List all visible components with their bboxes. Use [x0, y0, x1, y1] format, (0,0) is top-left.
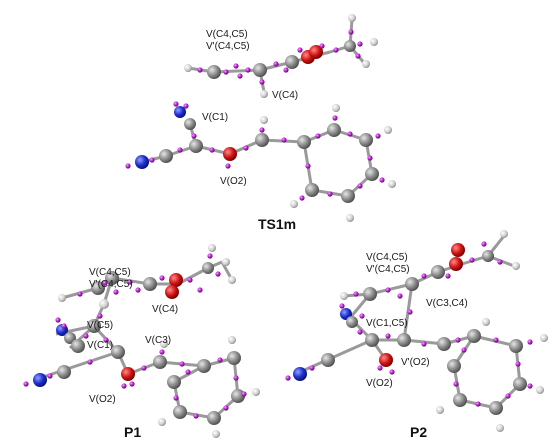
ts1m-lower-basins [125, 101, 385, 201]
p1-label-v-c3: V(C3) [145, 335, 172, 346]
ts1m-title: TS1m [258, 216, 297, 232]
p1-label-v-c5: V(C5) [87, 320, 114, 331]
ts1m-label-v-c4: V(C4) [272, 90, 299, 101]
p1-label-vp-c4-c5: V'(C4,C5) [89, 279, 133, 290]
p1-label-v-c4: V(C4) [152, 304, 179, 315]
p2-label-v-c3-c4: V(C3,C4) [426, 298, 468, 309]
ts1m-upper-atoms [184, 14, 378, 98]
p2-label-v-c4-c5: V(C4,C5) [366, 252, 408, 263]
ts1m-upper-basins [197, 29, 363, 85]
p2-basins [285, 241, 533, 407]
p1-label-v-o2: V(O2) [89, 394, 116, 405]
p1-label-v-c1: V(C1) [87, 340, 114, 351]
p2-label-vp-c4-c5: V'(C4,C5) [366, 264, 410, 275]
p1-basins [23, 253, 247, 419]
ts1m-label-v-c4-c5: V(C4,C5) [206, 29, 248, 40]
p1-atoms [33, 244, 260, 438]
p2-title: P2 [410, 424, 428, 440]
ts1m-label-vp-c4-c5: V'(C4,C5) [206, 41, 250, 52]
p1-title: P1 [124, 424, 142, 440]
p2-atoms [293, 230, 548, 432]
p2-label-vp-o2: V'(O2) [401, 357, 430, 368]
p2-label-v-o2: V(O2) [366, 378, 393, 389]
ts1m-label-v-o2: V(O2) [220, 176, 247, 187]
ts1m-lower-atoms [135, 104, 396, 222]
p2-label-v-c1-c5: V(C1,C5) [366, 318, 408, 329]
ts1m-label-v-c1: V(C1) [202, 112, 229, 123]
p1-label-v-c4-c5: V(C4,C5) [89, 267, 131, 278]
